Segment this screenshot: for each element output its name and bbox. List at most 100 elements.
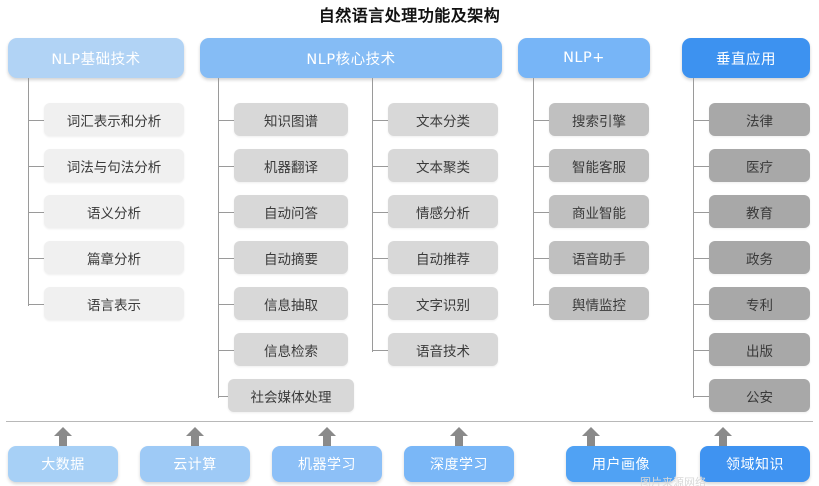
item-label: 信息抽取 [264, 297, 318, 314]
item-label: 语义分析 [87, 205, 141, 222]
item-vertical-apps-4[interactable]: 专利 [709, 287, 810, 320]
foundation-item-label: 深度学习 [430, 457, 488, 473]
connector-branch [533, 120, 549, 121]
connector-branch [28, 258, 44, 259]
foundation-divider [6, 421, 813, 422]
item-label: 语音技术 [416, 343, 470, 360]
item-label: 教育 [746, 205, 773, 222]
item-nlp-plus-1[interactable]: 智能客服 [549, 149, 649, 182]
connector-trunk-nlp-core-right [372, 78, 373, 352]
connector-branch [218, 166, 234, 167]
connector-branch [218, 258, 234, 259]
connector-trunk-vertical-apps [693, 78, 694, 398]
item-nlp-basic-4[interactable]: 语言表示 [44, 287, 184, 320]
item-label: 信息检索 [264, 343, 318, 360]
foundation-item-4[interactable]: 用户画像 [566, 446, 676, 482]
item-nlp-core-left-1[interactable]: 机器翻译 [234, 149, 348, 182]
connector-branch [218, 396, 228, 397]
item-vertical-apps-2[interactable]: 教育 [709, 195, 810, 228]
item-nlp-core-right-5[interactable]: 语音技术 [388, 333, 498, 366]
item-nlp-core-right-4[interactable]: 文字识别 [388, 287, 498, 320]
item-vertical-apps-5[interactable]: 出版 [709, 333, 810, 366]
connector-branch [693, 212, 709, 213]
item-nlp-core-left-6[interactable]: 社会媒体处理 [228, 379, 354, 412]
connector-branch [218, 212, 234, 213]
column-header-nlp-basic[interactable]: NLP基础技术 [8, 38, 184, 78]
item-label: 公安 [746, 389, 773, 406]
watermark: 图片来源网络 [640, 476, 706, 486]
item-label: 自动推荐 [416, 251, 470, 268]
connector-branch [28, 166, 44, 167]
item-label: 出版 [746, 343, 773, 360]
connector-branch [693, 258, 709, 259]
item-nlp-basic-2[interactable]: 语义分析 [44, 195, 184, 228]
item-nlp-basic-3[interactable]: 篇章分析 [44, 241, 184, 274]
item-vertical-apps-0[interactable]: 法律 [709, 103, 810, 136]
item-label: 舆情监控 [572, 297, 626, 314]
item-label: 情感分析 [416, 205, 470, 222]
item-nlp-core-left-2[interactable]: 自动问答 [234, 195, 348, 228]
item-vertical-apps-1[interactable]: 医疗 [709, 149, 810, 182]
connector-branch [693, 304, 709, 305]
item-label: 智能客服 [572, 159, 626, 176]
item-nlp-plus-4[interactable]: 舆情监控 [549, 287, 649, 320]
connector-branch [533, 166, 549, 167]
item-nlp-core-right-1[interactable]: 文本聚类 [388, 149, 498, 182]
column-header-nlp-plus[interactable]: NLP+ [518, 38, 650, 78]
item-nlp-plus-3[interactable]: 语音助手 [549, 241, 649, 274]
foundation-item-label: 用户画像 [592, 457, 650, 473]
connector-branch [693, 350, 709, 351]
connector-trunk-nlp-plus [533, 78, 534, 306]
foundation-item-label: 机器学习 [298, 457, 356, 473]
item-label: 社会媒体处理 [250, 389, 332, 406]
up-arrow-icon [316, 426, 338, 448]
item-nlp-plus-2[interactable]: 商业智能 [549, 195, 649, 228]
item-label: 词汇表示和分析 [66, 113, 162, 130]
item-nlp-core-right-2[interactable]: 情感分析 [388, 195, 498, 228]
up-arrow-icon [712, 426, 734, 448]
item-nlp-core-left-4[interactable]: 信息抽取 [234, 287, 348, 320]
connector-branch [533, 212, 549, 213]
item-label: 知识图谱 [264, 113, 318, 130]
item-label: 篇章分析 [87, 251, 141, 268]
foundation-item-5[interactable]: 领域知识 [700, 446, 810, 482]
foundation-item-1[interactable]: 云计算 [140, 446, 250, 482]
connector-trunk-nlp-basic [28, 78, 29, 306]
connector-branch [28, 120, 44, 121]
item-label: 词法与句法分析 [66, 159, 162, 176]
connector-branch [372, 120, 388, 121]
connector-branch [693, 166, 709, 167]
connector-branch [533, 304, 549, 305]
foundation-item-label: 云计算 [173, 457, 217, 473]
connector-branch [218, 304, 234, 305]
connector-branch [28, 212, 44, 213]
foundation-item-0[interactable]: 大数据 [8, 446, 118, 482]
connector-branch [372, 258, 388, 259]
column-header-nlp-core[interactable]: NLP核心技术 [200, 38, 502, 78]
connector-branch [533, 258, 549, 259]
item-nlp-core-right-0[interactable]: 文本分类 [388, 103, 498, 136]
column-header-vertical-apps[interactable]: 垂直应用 [682, 38, 810, 78]
item-nlp-plus-0[interactable]: 搜索引擎 [549, 103, 649, 136]
item-vertical-apps-6[interactable]: 公安 [709, 379, 810, 412]
item-nlp-core-left-0[interactable]: 知识图谱 [234, 103, 348, 136]
foundation-item-3[interactable]: 深度学习 [404, 446, 514, 482]
column-header-label: NLP基础技术 [51, 51, 141, 68]
foundation-item-2[interactable]: 机器学习 [272, 446, 382, 482]
item-nlp-core-left-3[interactable]: 自动摘要 [234, 241, 348, 274]
item-nlp-core-right-3[interactable]: 自动推荐 [388, 241, 498, 274]
connector-branch [372, 212, 388, 213]
connector-branch [28, 304, 44, 305]
item-label: 语音助手 [572, 251, 626, 268]
foundation-item-label: 领域知识 [726, 457, 784, 473]
item-nlp-core-left-5[interactable]: 信息检索 [234, 333, 348, 366]
connector-branch [218, 120, 234, 121]
item-nlp-basic-1[interactable]: 词法与句法分析 [44, 149, 184, 182]
item-nlp-basic-0[interactable]: 词汇表示和分析 [44, 103, 184, 136]
item-label: 文字识别 [416, 297, 470, 314]
connector-branch [372, 166, 388, 167]
connector-branch [218, 350, 234, 351]
item-vertical-apps-3[interactable]: 政务 [709, 241, 810, 274]
item-label: 文本分类 [416, 113, 470, 130]
